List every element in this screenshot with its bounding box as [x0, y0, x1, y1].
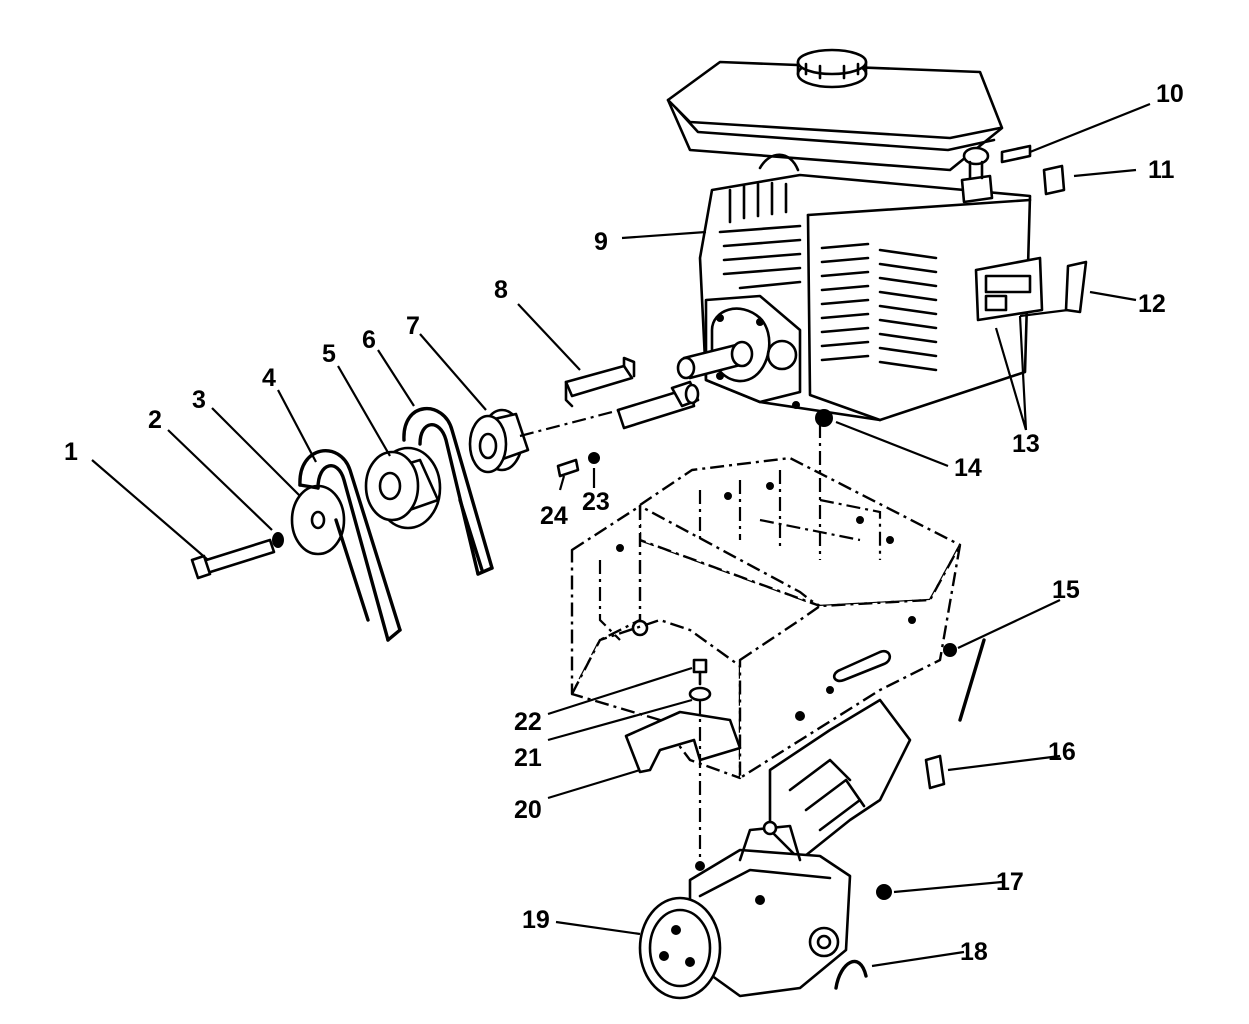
callout-3: 3	[192, 386, 206, 414]
callout-15: 15	[1052, 576, 1080, 604]
callout-2: 2	[148, 406, 162, 434]
callout-12: 12	[1138, 290, 1166, 318]
callout-18: 18	[960, 938, 988, 966]
callout-8: 8	[494, 276, 508, 304]
callout-1: 1	[64, 438, 78, 466]
callout-9: 9	[594, 228, 608, 256]
shaft-adapter	[616, 380, 700, 430]
callout-17: 17	[996, 868, 1024, 896]
crankshaft	[676, 340, 754, 380]
callout-19: 19	[522, 906, 550, 934]
shaft-key	[564, 356, 636, 408]
pulley-hardware	[190, 406, 621, 642]
callout-4: 4	[262, 364, 276, 392]
fuel-tank	[666, 48, 1004, 172]
engine	[666, 48, 1044, 422]
callout-10: 10	[1156, 80, 1184, 108]
frame	[570, 456, 962, 862]
callout-13: 13	[1012, 430, 1040, 458]
callout-labels: 1 2 3 4 5 6 7 8 9 10 11 12 13 14 15 16 1…	[64, 80, 1184, 966]
callout-21: 21	[514, 744, 542, 772]
callout-5: 5	[322, 340, 336, 368]
hardware	[556, 144, 1088, 900]
callout-24: 24	[540, 502, 568, 530]
callout-16: 16	[1048, 738, 1076, 766]
callout-20: 20	[514, 796, 542, 824]
callout-22: 22	[514, 708, 542, 736]
leader-lines	[91, 102, 1151, 968]
callout-11: 11	[1148, 156, 1175, 184]
cylinder-fins	[718, 181, 802, 290]
callout-6: 6	[362, 326, 376, 354]
callout-14: 14	[954, 454, 982, 482]
cooling-grille	[820, 242, 938, 372]
gearbox-assembly	[638, 820, 868, 1000]
callout-23: 23	[582, 488, 610, 516]
callout-7: 7	[406, 312, 420, 340]
